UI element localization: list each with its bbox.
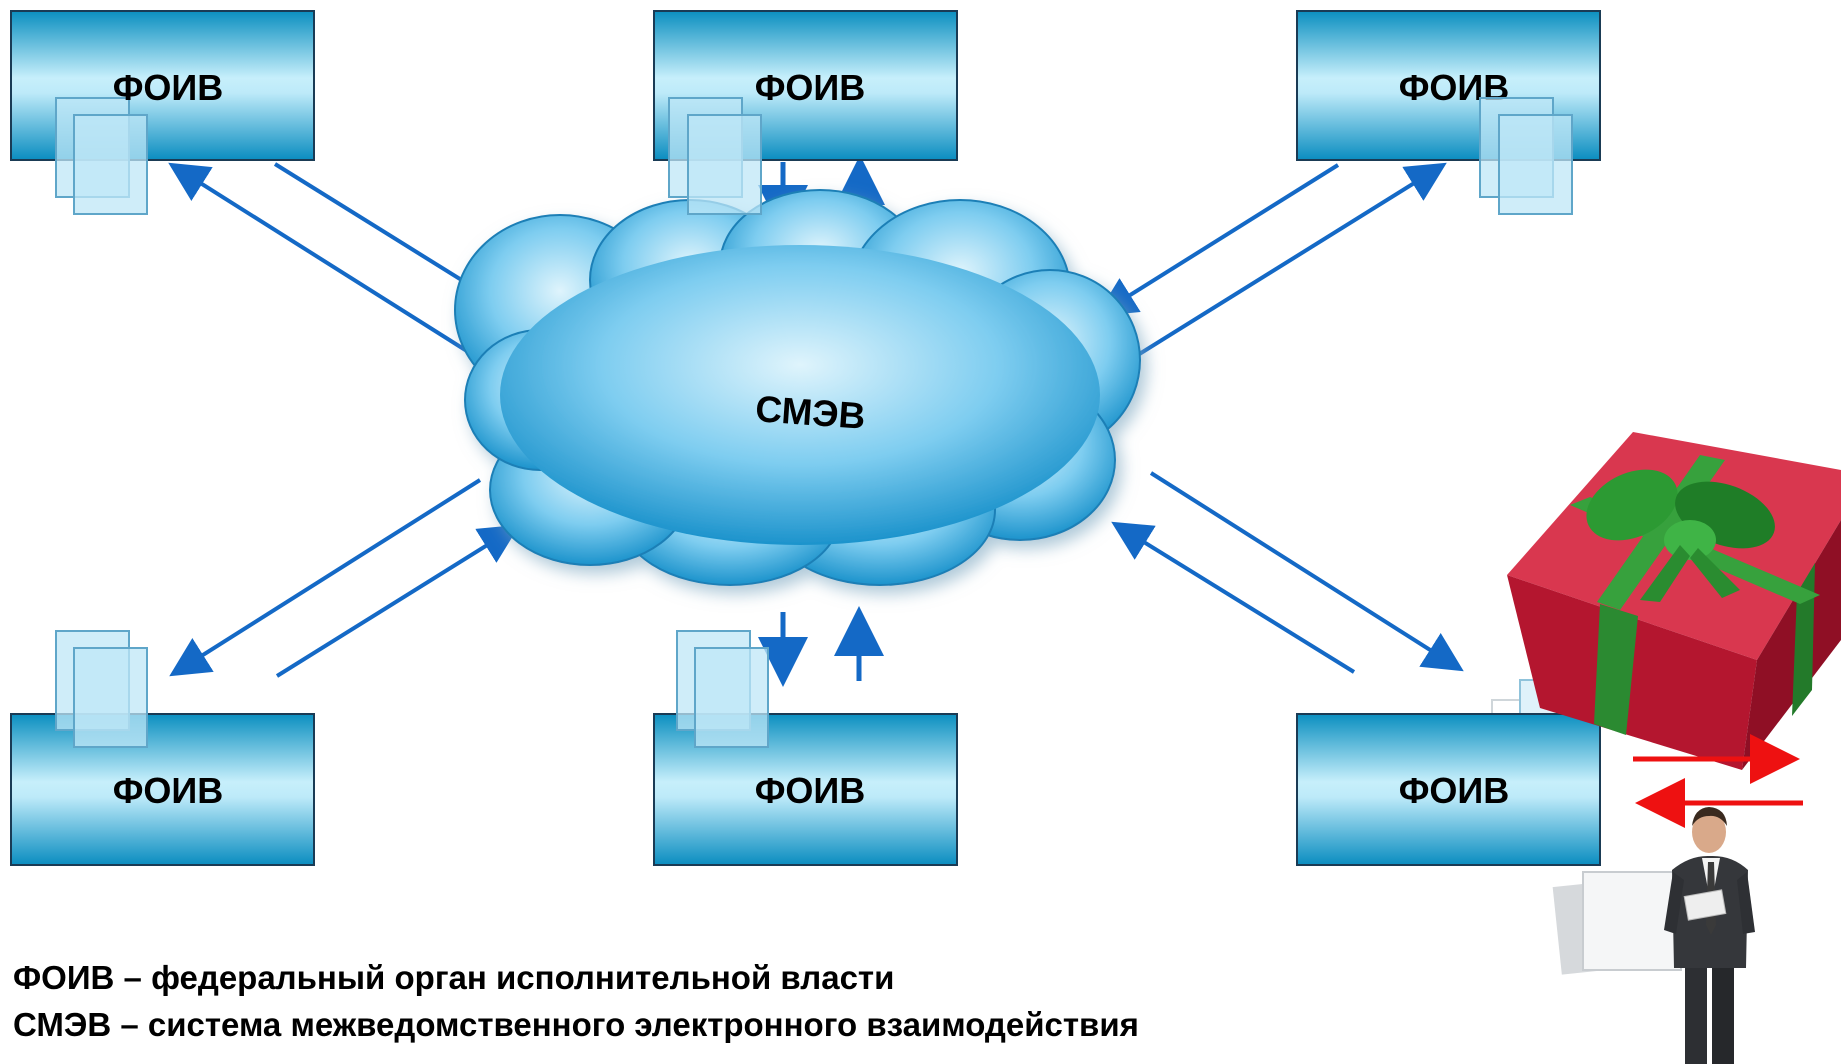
legend-foiv: ФОИВ – федеральный орган исполнительной … <box>13 959 895 996</box>
node-top-center: ФОИВ <box>653 10 958 215</box>
node-label: ФОИВ <box>113 67 224 108</box>
arrow-bottom-right-in <box>1111 521 1356 674</box>
arrow-bottom-left-out <box>169 478 482 677</box>
node-label: ФОИВ <box>755 67 866 108</box>
node-bottom-center: ФОИВ <box>653 630 958 866</box>
gift-box-icon <box>1507 432 1841 770</box>
arrow-top-right-out <box>1131 162 1447 360</box>
arrow-bottom-left-in <box>275 524 520 678</box>
legend-smev: СМЭВ – система межведомственного электро… <box>13 1006 1139 1043</box>
node-label: ФОИВ <box>755 770 866 811</box>
hub-label: СМЭВ <box>754 388 867 437</box>
businessman-icon <box>1552 807 1755 1064</box>
legend: ФОИВ – федеральный орган исполнительной … <box>13 954 1139 1048</box>
node-label: ФОИВ <box>113 770 224 811</box>
exchange-arrows <box>1633 734 1803 828</box>
arrow-bottom-right-out <box>1149 471 1464 672</box>
node-bottom-right: ФОИВ <box>1296 679 1601 866</box>
node-label: ФОИВ <box>1399 770 1510 811</box>
document-icon <box>55 97 148 215</box>
node-bottom-left: ФОИВ <box>10 630 315 866</box>
node-top-left: ФОИВ <box>10 10 315 215</box>
node-top-right: ФОИВ <box>1296 10 1601 215</box>
connection-arrows <box>168 155 1464 687</box>
document-icon <box>1479 97 1573 215</box>
document-icon <box>676 630 769 748</box>
arrow-top-left-out <box>168 162 480 360</box>
document-icon <box>55 630 148 748</box>
arrow-top-right-in <box>1096 163 1340 317</box>
document-icon <box>668 97 762 215</box>
smev-cloud <box>454 189 1141 586</box>
